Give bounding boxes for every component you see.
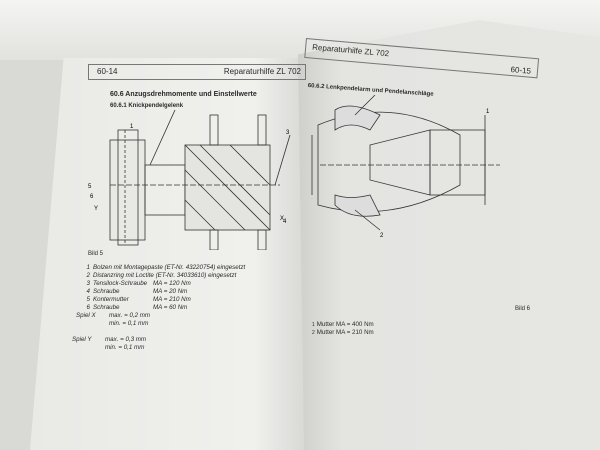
right-page (298, 20, 600, 450)
lenkpendelarm-drawing: 3 1 2 (311, 95, 500, 239)
callout-x: X (280, 216, 284, 222)
callout-1: 1 (486, 109, 490, 115)
callout-5: 5 (88, 184, 92, 190)
callout-2: 2 (380, 233, 384, 239)
page-number: 60-15 (510, 64, 532, 76)
page-number: 60-14 (97, 67, 118, 76)
callout-3: 3 (376, 95, 380, 96)
callout-y: Y (94, 206, 98, 212)
figure-caption: Bild 5 (88, 251, 104, 257)
left-page (30, 58, 310, 450)
header-title: Reparaturhilfe ZL 702 (223, 67, 301, 76)
figure-caption: Bild 6 (515, 306, 531, 312)
callout-3: 3 (286, 130, 290, 136)
callout-1: 1 (130, 124, 134, 130)
subsection-heading: 60.6.1 Knickpendelgelenk (110, 103, 184, 109)
callout-4: 4 (283, 219, 287, 225)
section-heading: 60.6 Anzugsdrehmomente und Einstellwerte (110, 91, 257, 98)
callout-6: 6 (90, 194, 94, 200)
left-page-header: 60-14 Reparaturhilfe ZL 702 (88, 64, 306, 80)
knickpendelgelenk-drawing: 2 3 1 4 5 6 X Y (88, 110, 291, 250)
header-title: Reparaturhilfe ZL 702 (311, 42, 390, 59)
